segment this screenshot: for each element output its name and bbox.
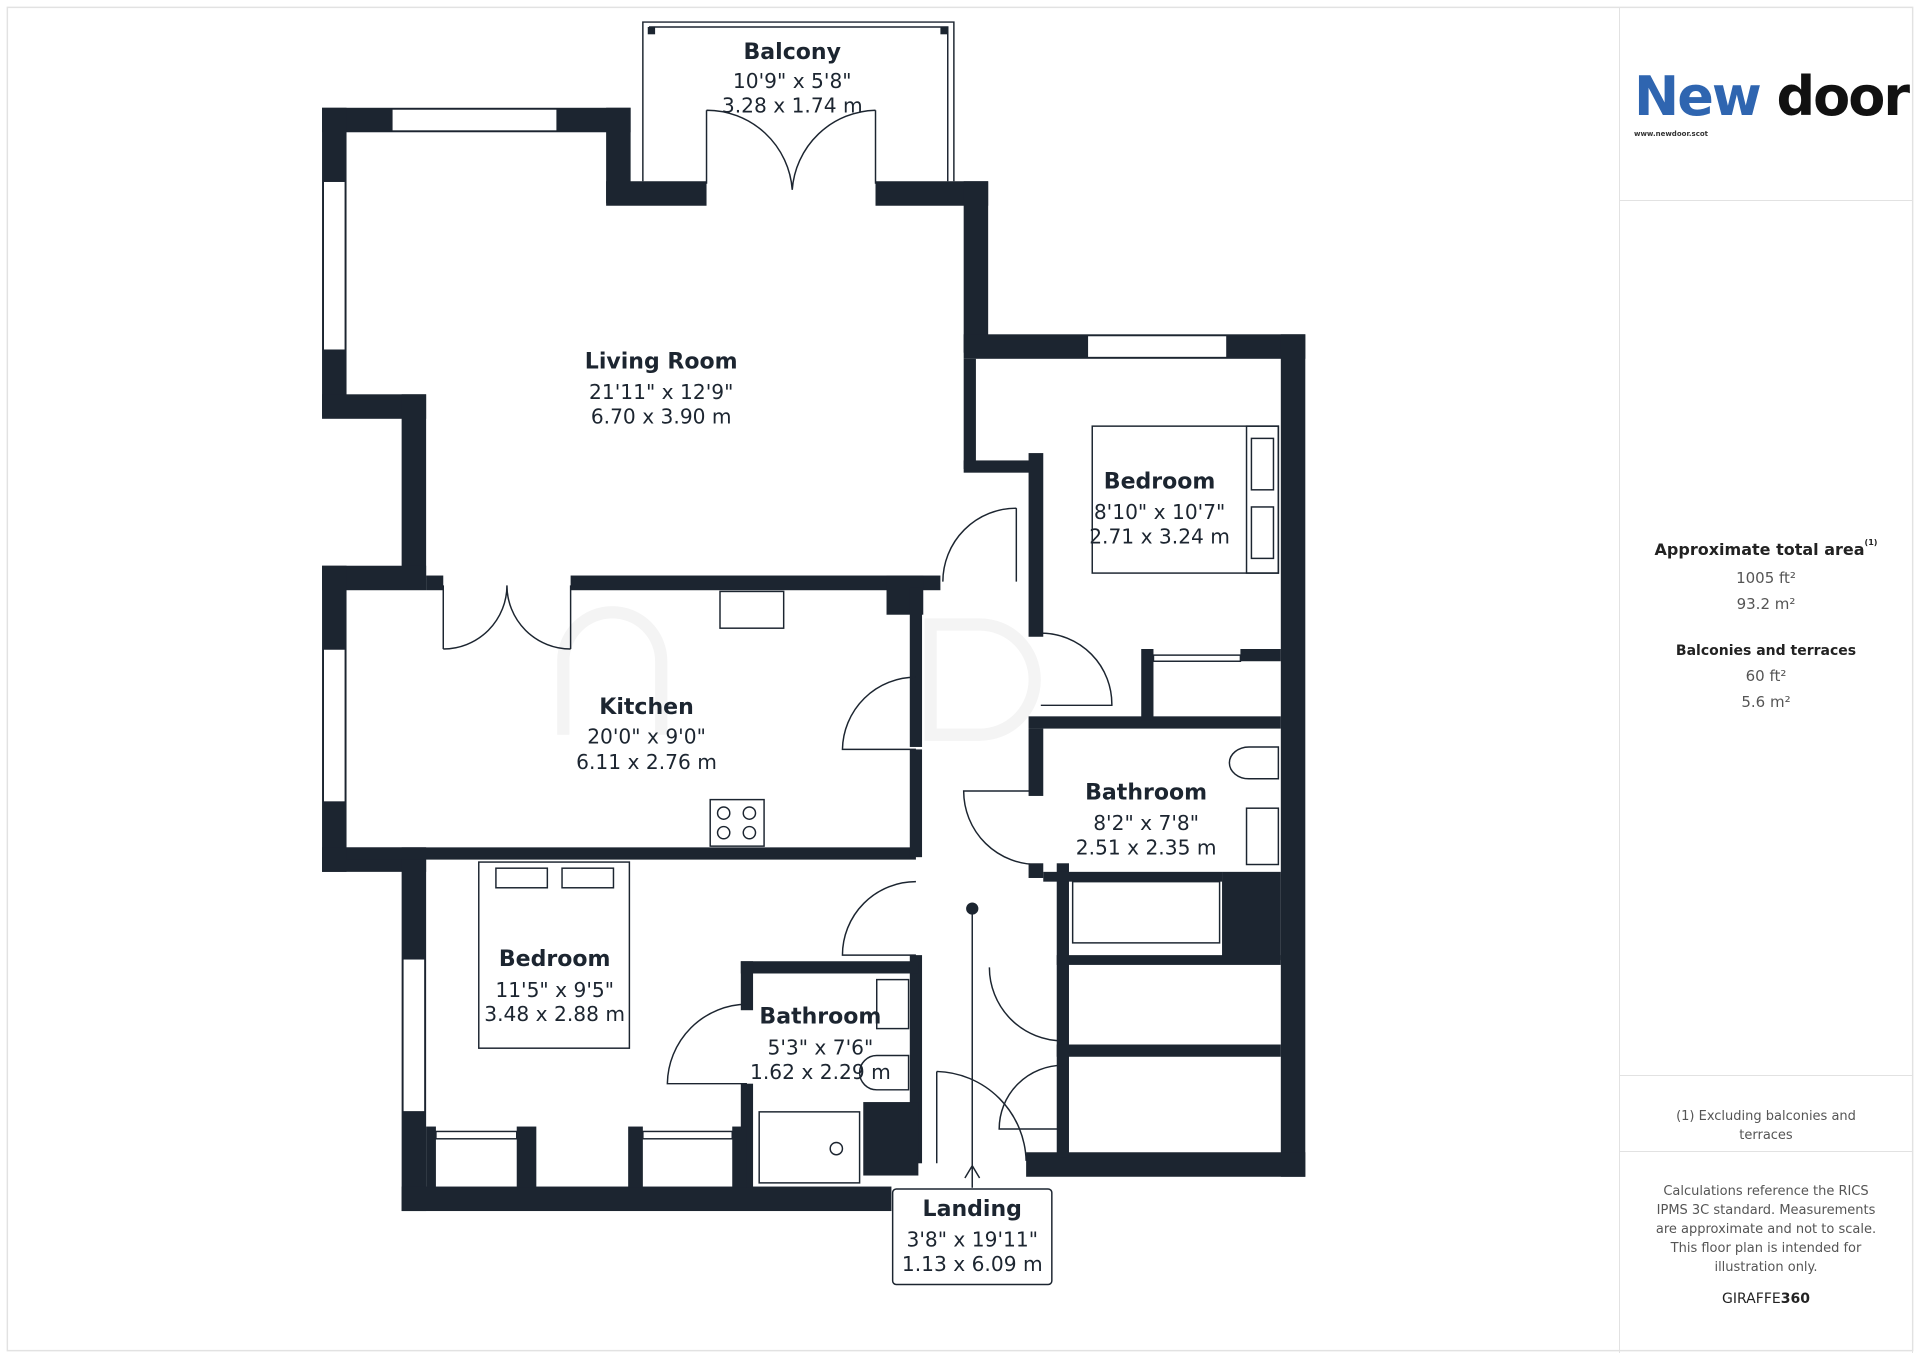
room-dim-imperial: 20'0" x 9'0" bbox=[587, 724, 706, 748]
brand-logo: New door bbox=[1634, 65, 1910, 128]
room-dim-imperial: 10'9" x 5'8" bbox=[733, 69, 852, 93]
room-dim-imperial: 8'2" x 7'8" bbox=[1093, 811, 1199, 835]
balcony-outline bbox=[642, 21, 955, 182]
fixtures bbox=[478, 425, 1280, 1188]
total-area-m: 93.2 m² bbox=[1736, 595, 1796, 613]
room-name: Living Room bbox=[585, 350, 738, 375]
disclaimer-section: Calculations reference the RICS IPMS 3C … bbox=[1620, 1151, 1912, 1307]
room-dim-metric: 2.71 x 3.24 m bbox=[1089, 525, 1230, 549]
area-summary: Approximate total area(1) 1005 ft² 93.2 … bbox=[1620, 200, 1912, 1082]
balconies-ft: 60 ft² bbox=[1745, 667, 1787, 685]
room-name: Landing bbox=[923, 1197, 1022, 1222]
room-dim-imperial: 21'11" x 12'9" bbox=[589, 380, 733, 404]
room-dim-imperial: 11'5" x 9'5" bbox=[495, 978, 614, 1002]
room-dim-metric: 1.62 x 2.29 m bbox=[750, 1060, 891, 1084]
footnote: (1) Excluding balconies and terraces bbox=[1676, 1109, 1856, 1143]
room-name: Bathroom bbox=[1085, 781, 1207, 806]
brand-url: www.newdoor.scot bbox=[1634, 130, 1709, 138]
room-name: Balcony bbox=[744, 40, 841, 65]
footnote-marker: (1) bbox=[1864, 538, 1878, 547]
room-dim-metric: 3.28 x 1.74 m bbox=[722, 94, 863, 118]
disclaimer: Calculations reference the RICS IPMS 3C … bbox=[1655, 1184, 1877, 1275]
room-dim-imperial: 3'8" x 19'11" bbox=[906, 1228, 1038, 1252]
room-name: Kitchen bbox=[599, 695, 694, 720]
room-dim-imperial: 8'10" x 10'7" bbox=[1094, 500, 1226, 524]
room-dim-metric: 2.51 x 2.35 m bbox=[1076, 836, 1217, 860]
room-dim-metric: 6.11 x 2.76 m bbox=[576, 750, 717, 774]
room-name: Bathroom bbox=[759, 1005, 881, 1030]
info-panel: New door www.newdoor.scot Approximate to… bbox=[1619, 8, 1913, 1353]
total-area-title: Approximate total area bbox=[1654, 540, 1865, 559]
windows bbox=[322, 108, 1242, 1140]
balconies-title: Balconies and terraces bbox=[1675, 643, 1857, 659]
room-dim-metric: 1.13 x 6.09 m bbox=[902, 1252, 1043, 1276]
balconies-m: 5.6 m² bbox=[1741, 693, 1791, 711]
total-area-ft: 1005 ft² bbox=[1736, 569, 1796, 587]
room-name: Bedroom bbox=[1104, 470, 1216, 495]
giraffe360-credit: GIRAFFE360 bbox=[1722, 1291, 1810, 1307]
room-dim-metric: 3.48 x 2.88 m bbox=[484, 1002, 625, 1026]
doors bbox=[442, 109, 1113, 1164]
room-dim-metric: 6.70 x 3.90 m bbox=[591, 405, 732, 429]
watermark-graphic bbox=[557, 606, 1041, 741]
room-labels: Balcony 10'9" x 5'8" 3.28 x 1.74 m Livin… bbox=[484, 40, 1230, 1286]
room-name: Bedroom bbox=[499, 947, 611, 972]
room-dim-imperial: 5'3" x 7'6" bbox=[767, 1035, 873, 1059]
footnote-section: (1) Excluding balconies and terraces bbox=[1620, 1075, 1912, 1151]
